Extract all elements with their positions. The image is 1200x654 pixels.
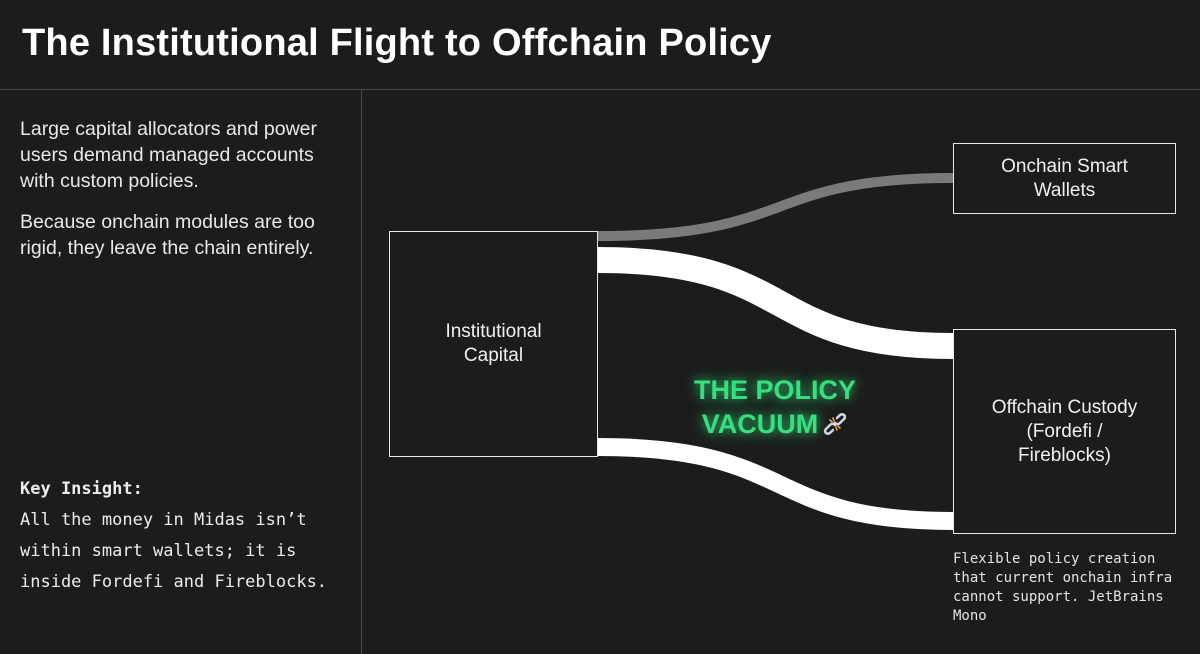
policy-vacuum-line-2: VACUUM	[670, 407, 880, 441]
key-insight-body: All the money in Midas isn’t within smar…	[20, 510, 328, 592]
node-offchain-custody-label: Offchain Custody (Fordefi / Fireblocks)	[991, 396, 1138, 466]
node-institutional-capital-label: Institutional Capital	[445, 321, 542, 366]
node-institutional-capital: Institutional Capital	[389, 231, 598, 457]
key-insight: Key Insight: All the money in Midas isn’…	[20, 474, 350, 598]
key-insight-heading: Key Insight:	[20, 479, 143, 499]
policy-vacuum-label: THE POLICY VACUUM	[670, 373, 880, 441]
panel-divider	[361, 90, 362, 654]
node-onchain-smart-wallets-label: Onchain Smart Wallets	[1001, 155, 1128, 201]
flow-to-offchain-lower	[597, 438, 954, 530]
policy-vacuum-line-1: THE POLICY	[693, 375, 856, 405]
flow-to-onchain	[597, 173, 954, 241]
intro-paragraph: Large capital allocators and power users…	[20, 118, 318, 192]
flow-to-offchain-upper	[597, 247, 954, 359]
flexible-policy-note: Flexible policy creation that current on…	[953, 551, 1173, 624]
node-onchain-smart-wallets: Onchain Smart Wallets	[953, 143, 1176, 214]
page-title: The Institutional Flight to Offchain Pol…	[22, 22, 772, 64]
policy-vacuum-word: VACUUM	[701, 409, 819, 439]
broken-link-icon	[824, 413, 847, 435]
reason-paragraph: Because onchain modules are too rigid, t…	[20, 211, 315, 259]
node-offchain-custody: Offchain Custody (Fordefi / Fireblocks)	[953, 329, 1176, 534]
header-divider	[0, 89, 1200, 90]
